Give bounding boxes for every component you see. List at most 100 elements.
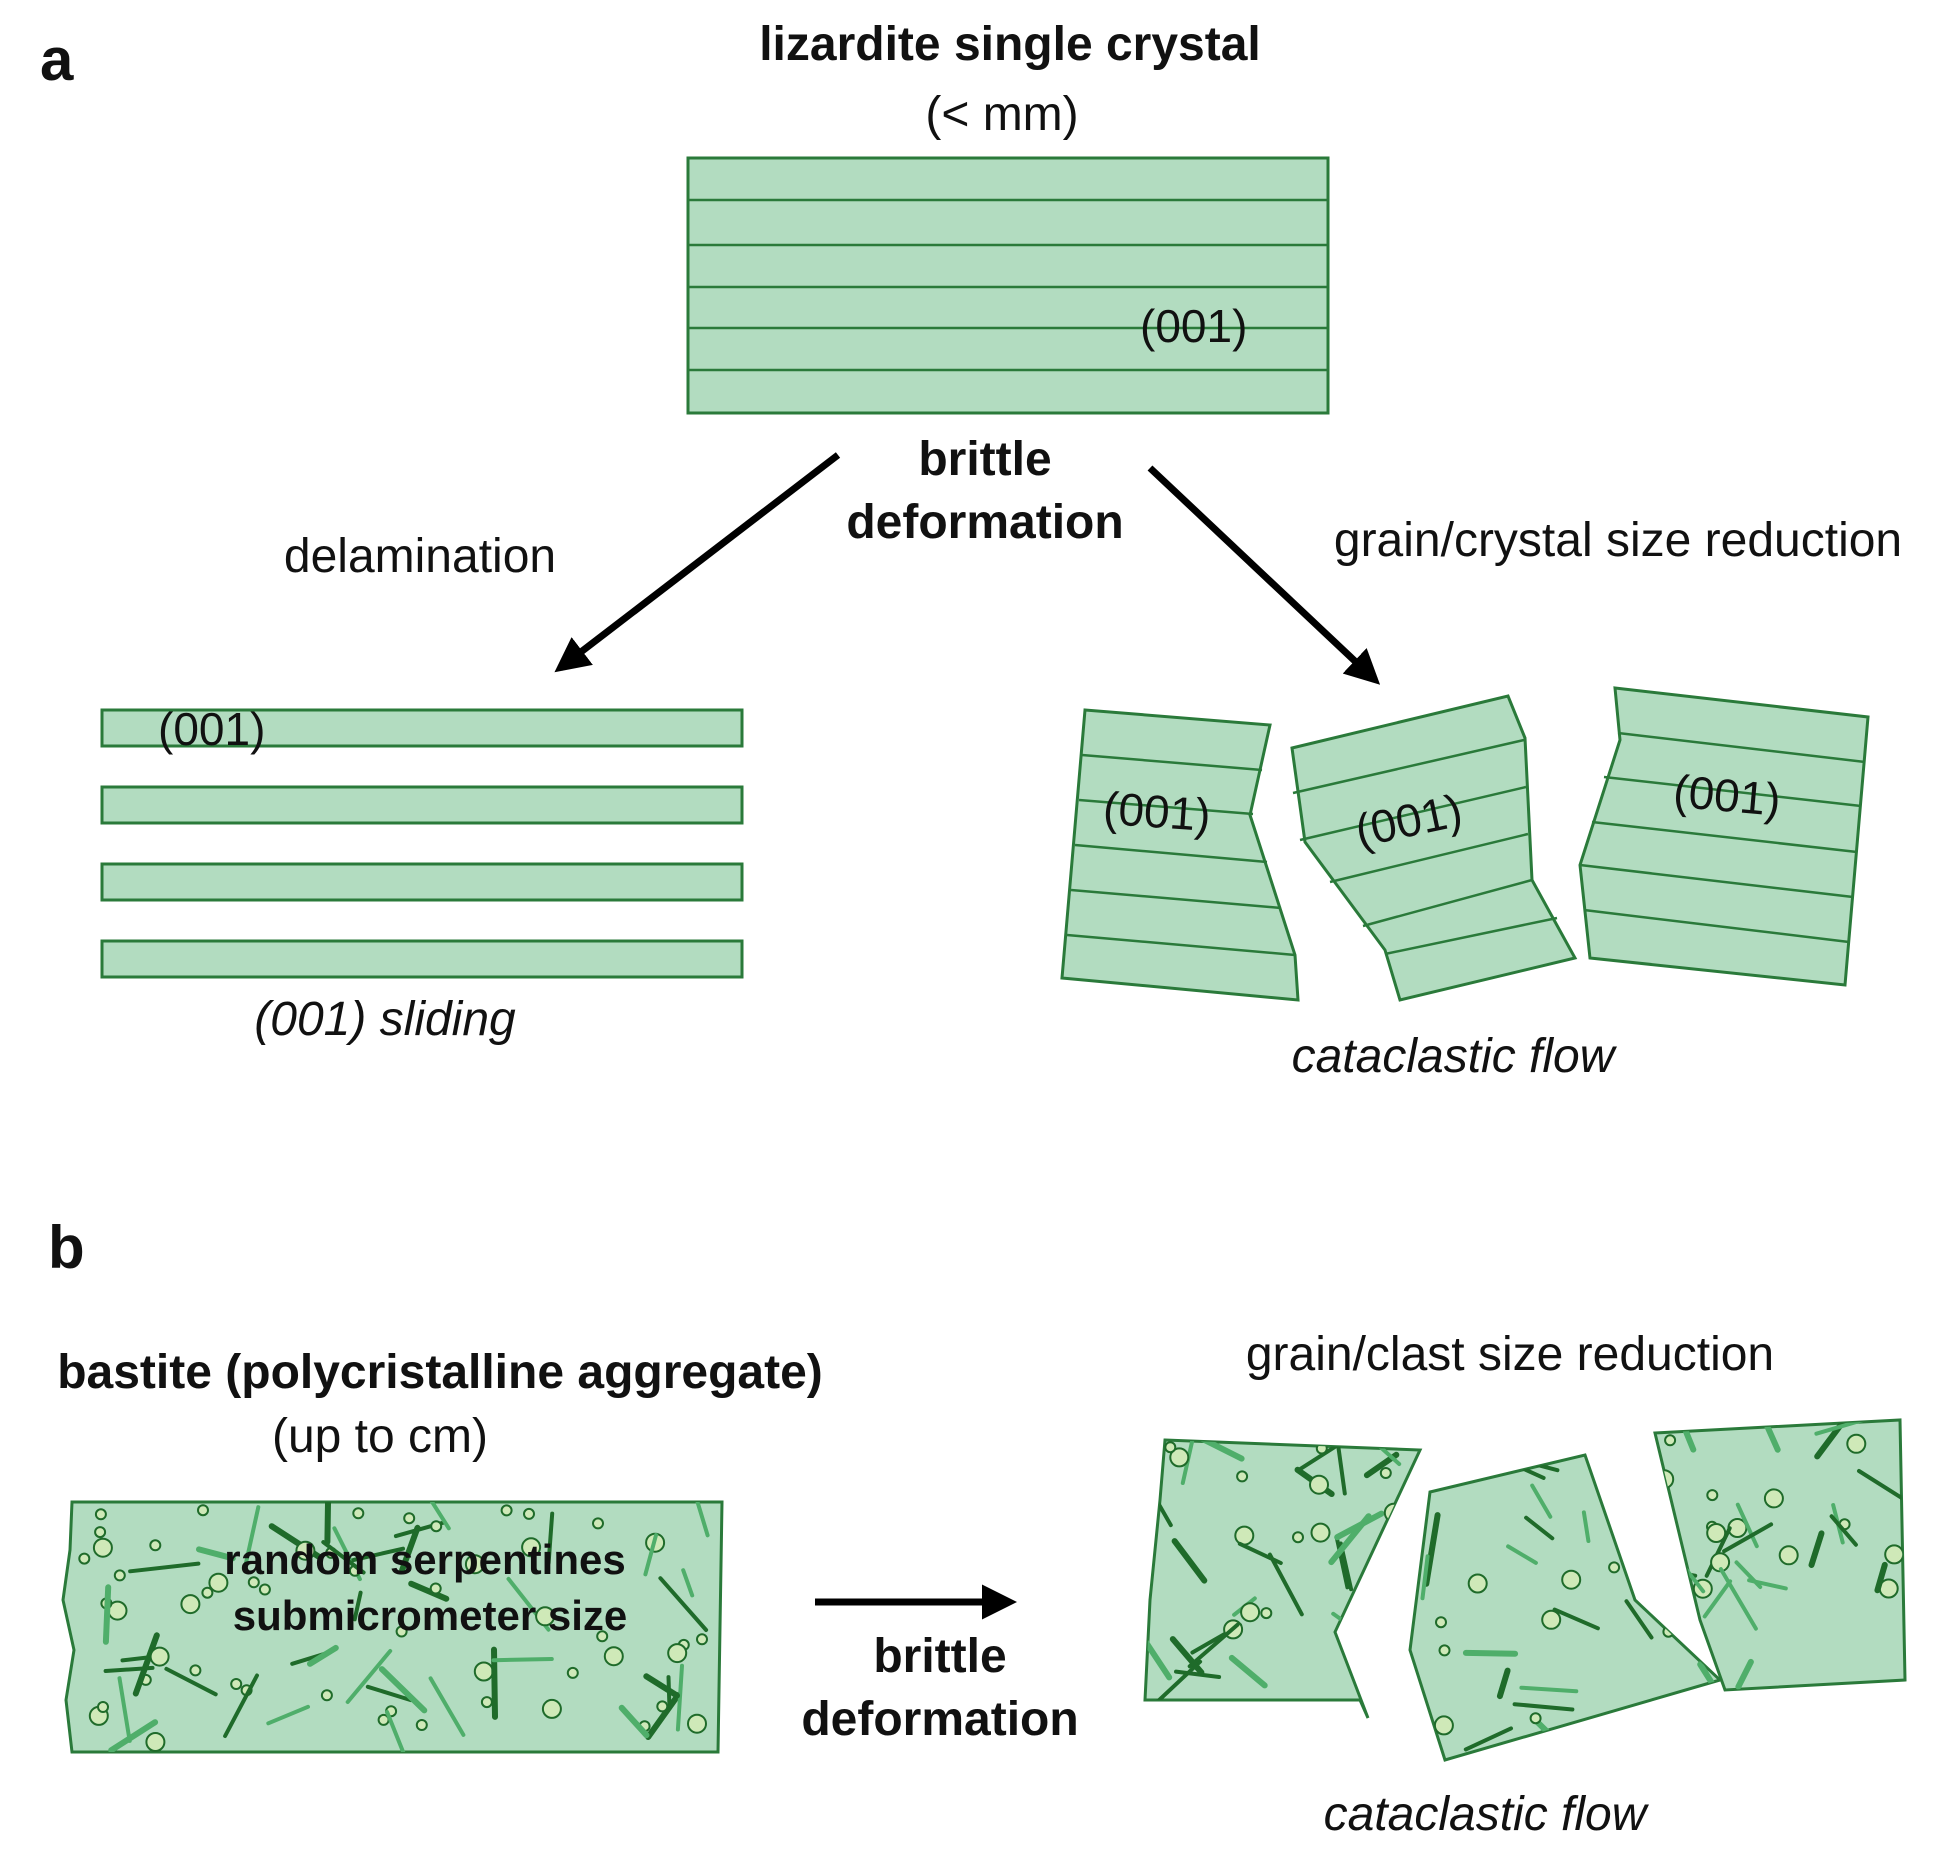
grain-inclusion (656, 1700, 669, 1713)
grain-inclusion (1642, 1577, 1655, 1590)
grain-inclusion (1884, 1544, 1905, 1565)
grain-inclusion (415, 1719, 428, 1731)
panel-b-process-line1: brittle (873, 1630, 1006, 1683)
needle-inclusion (321, 1540, 366, 1575)
panel-a-process-line1: brittle (918, 433, 1051, 486)
needle-inclusion (324, 1502, 332, 1545)
grain-inclusion (523, 1507, 535, 1520)
bastite-fragment-1 (1143, 1438, 1423, 1719)
bastite-inner-line1: random serpentines (224, 1536, 625, 1583)
needle-inclusion (1145, 1635, 1173, 1681)
needle-inclusion (1174, 1669, 1222, 1679)
crystal-fragment-3 (1578, 686, 1870, 987)
grain-inclusion (464, 1554, 485, 1575)
panel-b-process-line2: deformation (801, 1693, 1078, 1746)
panel-a-label: a (40, 26, 74, 93)
grain-inclusion (295, 1540, 316, 1561)
needle-inclusion (1267, 1552, 1304, 1617)
needle-inclusion (1735, 1658, 1754, 1690)
needle-inclusion (1626, 1737, 1667, 1760)
panel-a-subtitle: (< mm) (925, 88, 1078, 141)
grain-inclusion (197, 1504, 209, 1517)
grain-inclusion (1292, 1531, 1304, 1544)
grain-inclusion (1846, 1433, 1867, 1454)
grain-inclusion (403, 1512, 416, 1525)
grain-inclusion (1240, 1602, 1261, 1623)
grain-inclusion (180, 1594, 201, 1615)
needle-inclusion (1171, 1538, 1208, 1584)
delamination-label: delamination (284, 530, 556, 583)
grain-inclusion (1561, 1569, 1582, 1590)
grain-inclusion (429, 1582, 442, 1595)
needle-inclusion (1463, 1726, 1513, 1752)
grain-inclusion (1676, 1578, 1689, 1591)
needle-inclusion (266, 1704, 310, 1726)
delaminated-sheets (100, 708, 744, 979)
grain-inclusion (1662, 1625, 1675, 1638)
grain-inclusion (480, 1696, 493, 1709)
needle-inclusion (1857, 1469, 1904, 1500)
needle-inclusion (1296, 1442, 1341, 1473)
panel-a-process-line2: deformation (846, 496, 1123, 549)
panel-b-subtitle: (up to cm) (272, 1410, 488, 1463)
grain-inclusion (145, 1732, 166, 1752)
grain-inclusion (1433, 1715, 1454, 1736)
grain-inclusion (1395, 1571, 1416, 1592)
grain-inclusion (201, 1586, 214, 1599)
grain-inclusion (189, 1664, 202, 1677)
grain-inclusion (97, 1701, 109, 1713)
needle-inclusion (1754, 1420, 1781, 1453)
needle-inclusion (428, 1676, 466, 1737)
needle-inclusion (1530, 1483, 1553, 1519)
grain-inclusion (395, 1625, 408, 1638)
arrow-to-size-reduction (1147, 465, 1381, 685)
grain-inclusion (603, 1646, 624, 1667)
needle-inclusion (132, 1632, 160, 1697)
grain-inclusion (1309, 1474, 1329, 1495)
needle-inclusion (1624, 1599, 1654, 1640)
needle-inclusion (1722, 1522, 1774, 1554)
grain-inclusion (1706, 1489, 1719, 1502)
grain-inclusion (149, 1646, 170, 1667)
grain-inclusion (1169, 1447, 1190, 1468)
panel-a-cataclastic-caption: cataclastic flow (1292, 1030, 1618, 1083)
needle-inclusion (378, 1666, 428, 1714)
size-reduction-label: grain/crystal size reduction (1334, 514, 1902, 567)
needle-inclusion (1237, 1541, 1283, 1565)
needle-inclusion (408, 1580, 450, 1602)
needle-inclusion (1156, 1659, 1203, 1704)
needle-inclusion (1496, 1667, 1511, 1700)
needle-inclusion (1814, 1420, 1854, 1460)
fragment-1-plane-label: (001) (1102, 782, 1213, 841)
needle-inclusion (1519, 1685, 1579, 1694)
needle-inclusion (345, 1649, 393, 1704)
needle-inclusion (1369, 1672, 1392, 1718)
grain-inclusion (78, 1552, 91, 1565)
panel-b-title: bastite (polycristalline aggregate) (57, 1346, 823, 1399)
needle-inclusion (103, 1665, 155, 1673)
needle-inclusion (1180, 1440, 1199, 1485)
needle-inclusion (546, 1511, 555, 1565)
panel-b-size-reduction-label: grain/clast size reduction (1246, 1328, 1774, 1381)
grain-inclusion (1627, 1560, 1648, 1581)
grain-inclusion (1763, 1488, 1784, 1509)
grain-inclusion (113, 1569, 126, 1582)
bastite-block (61, 1500, 724, 1754)
needle-inclusion (1702, 1579, 1733, 1619)
needle-inclusion (164, 1666, 218, 1697)
grain-inclusion (230, 1678, 243, 1690)
sheet-plane-label: (001) (158, 703, 265, 755)
needle-inclusion (117, 1676, 132, 1743)
grain-inclusion (541, 1698, 562, 1719)
needle-inclusion (1506, 1544, 1538, 1565)
grain-inclusion (1679, 1615, 1692, 1627)
grain-inclusion (1608, 1561, 1621, 1574)
grain-inclusion (1348, 1610, 1369, 1631)
panel-a-title: lizardite single crystal (759, 18, 1261, 71)
grain-inclusion (1603, 1738, 1616, 1750)
needle-inclusion (1169, 1636, 1205, 1676)
needle-inclusion (691, 1502, 710, 1538)
needle-inclusion (399, 1524, 421, 1573)
grain-inclusion (247, 1576, 260, 1589)
